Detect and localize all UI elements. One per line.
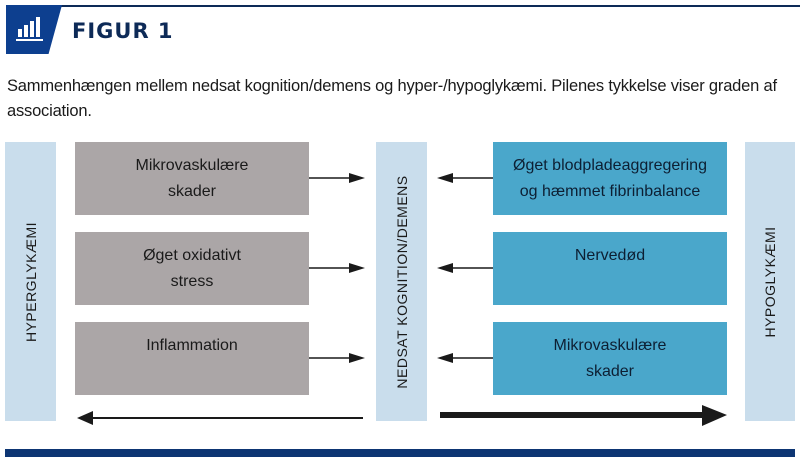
cognition-bar: NEDSAT KOGNITION/DEMENS [376,142,427,421]
box-text: og hæmmet fibrinbalance [519,183,701,200]
box-oxidativt-stress: Øget oxidativt stress [75,232,309,305]
figure-caption: Sammenhængen mellem nedsat kognition/dem… [7,77,777,120]
box-mikrovaskulaere-right: Mikrovaskulære skader [493,322,727,395]
hypoglykaemi-bar: HYPOGLYKÆMI [745,142,795,421]
hyperglykaemi-bar: HYPERGLYKÆMI [5,142,56,421]
box-text: Inflammation [146,337,238,354]
box-inflammation: Inflammation [75,322,309,395]
box-text: Mikrovaskulære [135,157,249,174]
box-text: Øget oxidativt [143,247,241,264]
figure-title: FIGUR 1 [72,19,174,43]
box-text: Nervedød [574,247,646,264]
box-mikrovaskulaere-left: Mikrovaskulære skader [75,142,309,215]
box-nervedod: Nervedød [493,232,727,305]
box-text: stress [170,273,214,290]
box-text: skader [585,363,634,380]
box-text: skader [167,183,216,200]
box-text: Øget blodpladeaggregering [513,157,707,174]
bar-chart-icon [16,17,43,41]
box-text: Mikrovaskulære [553,337,667,354]
footer-rule [5,449,795,457]
box-blodpladeaggregering: Øget blodpladeaggregering og hæmmet fibri… [493,142,727,215]
header-rule [60,5,800,7]
